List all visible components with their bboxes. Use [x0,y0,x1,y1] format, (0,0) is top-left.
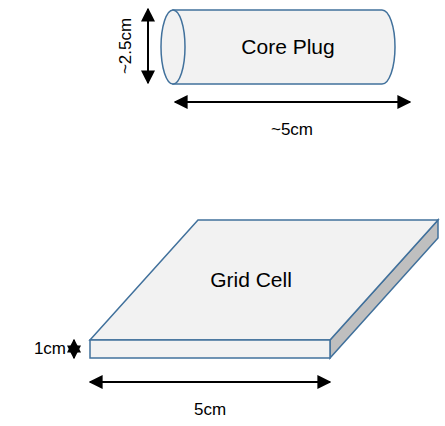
dimension-label: 1cm [34,339,66,359]
cylinder-end [161,10,185,84]
node-label: Core Plug [241,35,334,59]
height-arrow [147,9,149,83]
thickness-arrow [73,340,75,358]
dimension-label: ~2.5cm [116,18,136,74]
node-label: Grid Cell [210,268,292,292]
width-arrow [90,381,330,383]
dimension-label: ~5cm [271,120,313,140]
grid-cell-slab: Grid Cell [86,216,442,362]
slab-front [90,340,330,358]
core-plug-cylinder: Core Plug [158,8,398,86]
dimension-label: 5cm [194,400,226,420]
slab-top [90,220,438,340]
cylinder-body [173,10,395,84]
length-arrow [175,101,410,103]
